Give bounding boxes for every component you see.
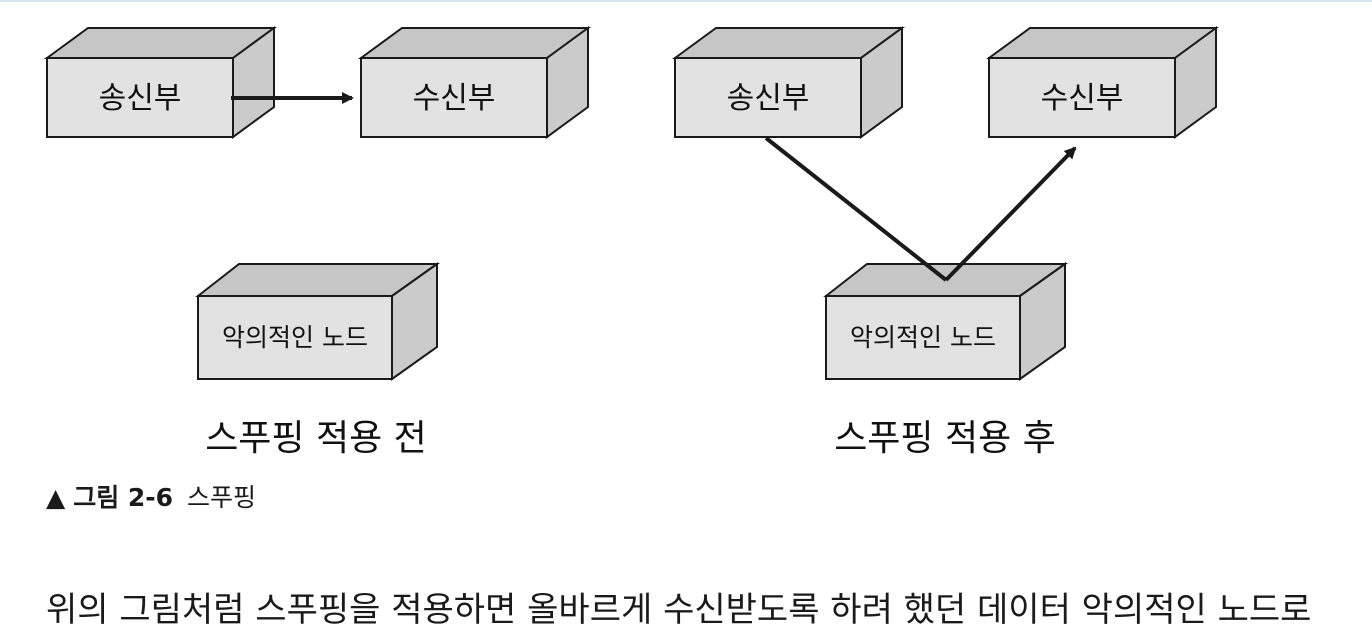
- box-sender-after-label: 송신부: [727, 81, 810, 116]
- box-sender-before: 송신부: [43, 26, 278, 139]
- box-sender-before-label: 송신부: [99, 81, 182, 116]
- box-malicious-before: 악의적인 노드: [195, 262, 441, 381]
- box-receiver-before-label: 수신부: [413, 81, 496, 116]
- box-sender-after: 송신부: [671, 26, 906, 139]
- body-paragraph: 위의 그림처럼 스푸핑을 적용하면 올바르게 수신받도록 하려 했던 데이터 악…: [46, 590, 1312, 630]
- arrow-to-receiver: [944, 146, 1077, 282]
- top-border: [0, 0, 1372, 2]
- box-malicious-after-label: 악의적인 노드: [850, 323, 996, 352]
- arrow-to-malicious: [764, 136, 948, 282]
- box-malicious-after: 악의적인 노드: [823, 262, 1069, 381]
- figure-title: 스푸핑: [187, 483, 257, 512]
- caption-before: 스푸핑 적용 전: [205, 418, 427, 459]
- figure-caption: ▲ 그림 2-6 스푸핑: [46, 478, 256, 514]
- box-receiver-after-label: 수신부: [1041, 81, 1124, 116]
- box-receiver-before: 수신부: [357, 26, 592, 139]
- caption-after: 스푸핑 적용 후: [834, 418, 1056, 459]
- figure-number: 그림 2-6: [73, 483, 174, 512]
- box-malicious-before-label: 악의적인 노드: [222, 323, 368, 352]
- spoofing-diagram: 송신부 수신부 악의적인 노드 스푸핑 적용 전 송신부 수신부 악의적인 노드: [43, 26, 1220, 459]
- box-receiver-after: 수신부: [985, 26, 1220, 139]
- caption-marker: ▲: [46, 483, 66, 512]
